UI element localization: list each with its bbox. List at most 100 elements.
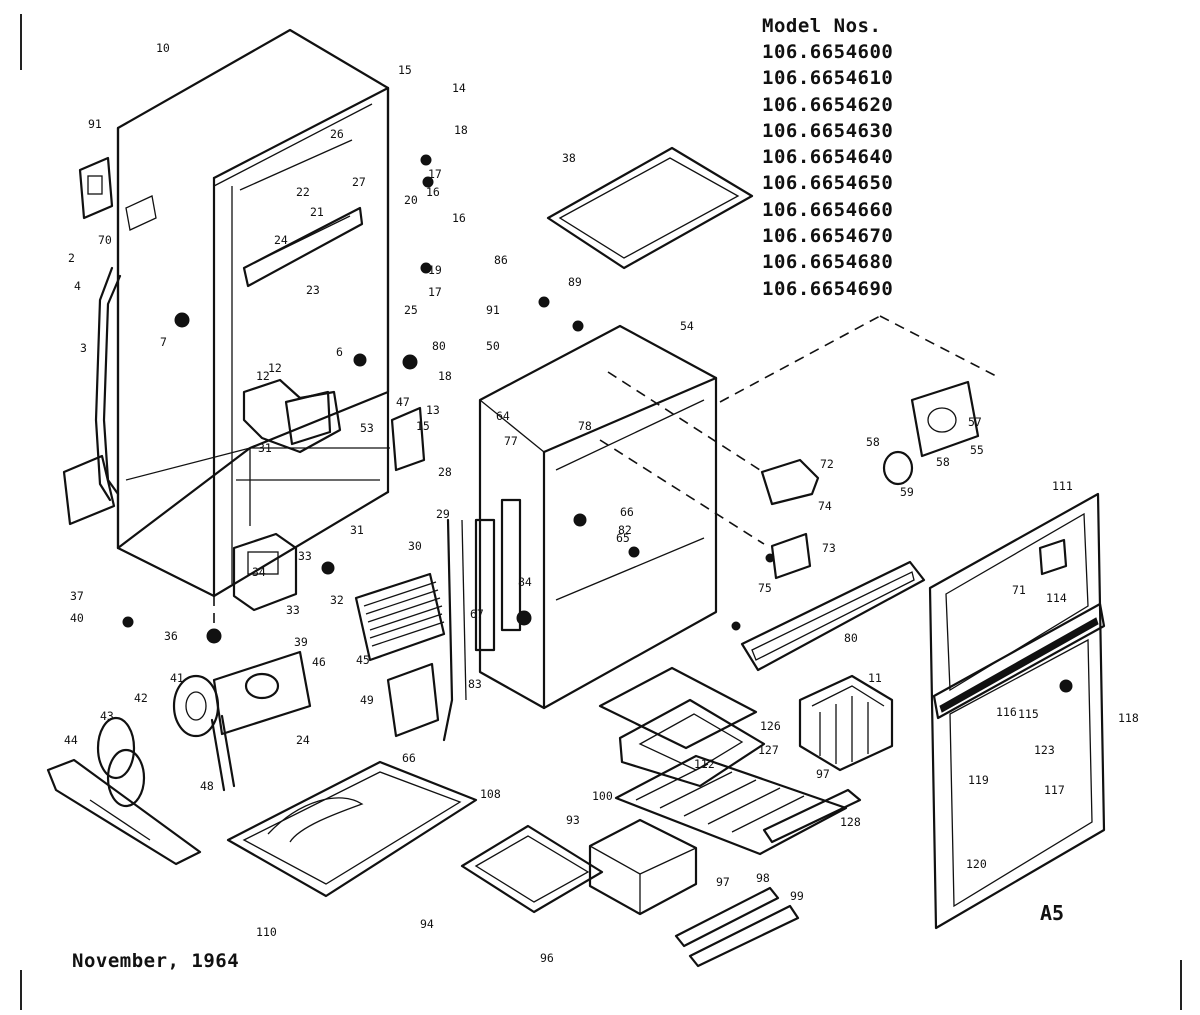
part-callout: 66 xyxy=(620,505,634,519)
part-callout: 37 xyxy=(70,589,84,603)
scan-edge-mark-bottom xyxy=(20,970,22,1010)
part-callout: 100 xyxy=(592,789,613,803)
part-callout: 57 xyxy=(968,415,982,429)
scan-edge-mark-top xyxy=(20,14,22,70)
part-callout: 123 xyxy=(1034,743,1055,757)
model-number: 106.6654660 xyxy=(762,198,894,221)
part-callout: 128 xyxy=(840,815,861,829)
part-callout: 6 xyxy=(336,345,343,359)
part-callout: 97 xyxy=(716,875,730,889)
cabinet-outer xyxy=(116,28,390,598)
sheet-number: A5 xyxy=(1040,901,1065,925)
part-callout: 94 xyxy=(420,917,434,931)
part-callout: 70 xyxy=(98,233,112,247)
part-callout: 119 xyxy=(968,773,989,787)
part-callout: 4 xyxy=(74,279,81,293)
hinge-bracket-70 xyxy=(78,156,157,231)
scan-edge-mark-right xyxy=(1180,960,1182,1010)
part-callout: 80 xyxy=(432,339,446,353)
model-list-title: Model Nos. xyxy=(762,15,882,37)
part-callout: 112 xyxy=(694,757,715,771)
part-callout: 16 xyxy=(426,185,440,199)
shelf-grill xyxy=(614,754,862,856)
part-callout: 126 xyxy=(760,719,781,733)
part-callout: 28 xyxy=(438,465,452,479)
part-callout: 24 xyxy=(296,733,310,747)
hardware-screws xyxy=(122,154,1073,693)
part-callout: 46 xyxy=(312,655,326,669)
part-callout: 59 xyxy=(900,485,914,499)
part-callout: 67 xyxy=(470,607,484,621)
freezer-liner xyxy=(478,324,718,710)
part-callout: 89 xyxy=(568,275,582,289)
part-callout: 22 xyxy=(296,185,310,199)
part-callout: 48 xyxy=(200,779,214,793)
part-callout: 74 xyxy=(818,499,832,513)
part-callout: 33 xyxy=(298,549,312,563)
part-callout: 34 xyxy=(252,565,266,579)
part-callout: 39 xyxy=(294,635,308,649)
part-callout: 27 xyxy=(352,175,366,189)
part-callout: 98 xyxy=(756,871,770,885)
part-callout: 91 xyxy=(88,117,102,131)
part-callout: 31 xyxy=(258,441,272,455)
part-callout: 118 xyxy=(1118,711,1139,725)
model-number: 106.6654630 xyxy=(762,119,894,142)
part-callout: 120 xyxy=(966,857,987,871)
part-callout: 2 xyxy=(68,251,75,265)
base-rail xyxy=(46,758,202,866)
part-callout: 96 xyxy=(540,951,554,965)
part-callout: 14 xyxy=(452,81,466,95)
part-callout: 65 xyxy=(616,531,630,545)
part-callout: 91 xyxy=(486,303,500,317)
part-callout: 36 xyxy=(164,629,178,643)
part-callout: 15 xyxy=(416,419,430,433)
part-callout: 17 xyxy=(428,285,442,299)
part-callout: 71 xyxy=(1012,583,1026,597)
part-callout: 17 xyxy=(428,167,442,181)
control-box xyxy=(232,532,298,612)
part-callout: 55 xyxy=(970,443,984,457)
door-assembly xyxy=(928,492,1106,930)
part-callout: 110 xyxy=(256,925,277,939)
part-callout: 86 xyxy=(494,253,508,267)
part-callout: 72 xyxy=(820,457,834,471)
part-callout: 78 xyxy=(578,419,592,433)
light-housing xyxy=(760,458,820,580)
part-callout: 26 xyxy=(330,127,344,141)
part-callout: 108 xyxy=(480,787,501,801)
part-callout: 73 xyxy=(822,541,836,555)
crisper-cover xyxy=(740,560,926,672)
model-number: 106.6654650 xyxy=(762,172,894,195)
model-number: 106.6654620 xyxy=(762,93,894,116)
part-callout: 3 xyxy=(80,341,87,355)
side-tubing xyxy=(62,266,122,526)
crisper-rails xyxy=(674,886,800,968)
model-number: 106.6654690 xyxy=(762,277,894,300)
part-callout: 31 xyxy=(350,523,364,537)
meat-keeper xyxy=(460,818,698,916)
cabinet-shelf-rails xyxy=(239,139,364,288)
part-callout: 64 xyxy=(496,409,510,423)
part-callout: 99 xyxy=(790,889,804,903)
part-callout: 24 xyxy=(274,233,288,247)
chiller-tray xyxy=(598,666,766,788)
evaporator-tubes xyxy=(474,498,522,652)
part-callout: 44 xyxy=(64,733,78,747)
part-callout: 15 xyxy=(398,63,412,77)
part-callout: 50 xyxy=(486,339,500,353)
part-callout: 114 xyxy=(1046,591,1067,605)
model-number: 106.6654680 xyxy=(762,251,894,274)
part-callout: 25 xyxy=(404,303,418,317)
callout-labels: 1015141817162016191725272622212423917024… xyxy=(64,41,1139,965)
part-callout: 84 xyxy=(518,575,532,589)
part-callout: 66 xyxy=(402,751,416,765)
part-callout: 23 xyxy=(306,283,320,297)
condenser-grille xyxy=(354,572,446,662)
part-callout: 97 xyxy=(816,767,830,781)
part-callout: 42 xyxy=(134,691,148,705)
